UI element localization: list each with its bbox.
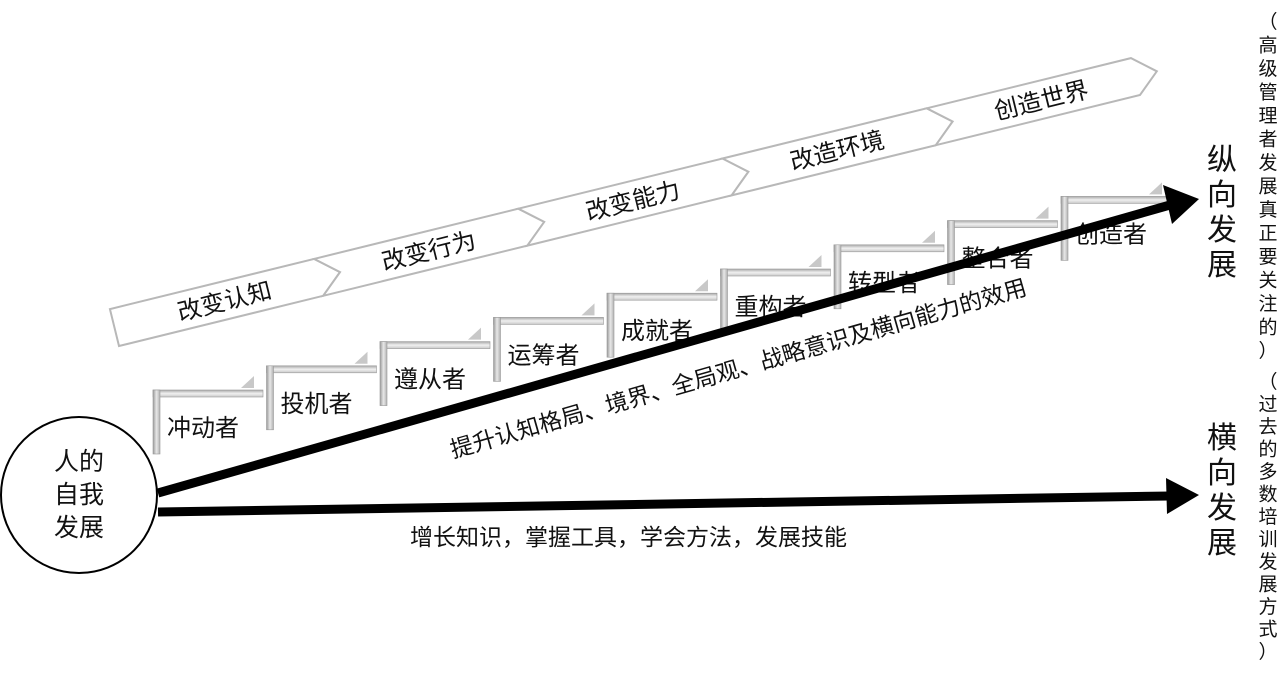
horizontal-label-char: 横	[1207, 421, 1237, 456]
step-label: 运筹者	[508, 341, 580, 369]
step-tread	[379, 341, 491, 349]
step-notch	[354, 351, 368, 364]
step-notch	[695, 279, 708, 292]
step-tread	[947, 220, 1058, 228]
step-tread	[833, 244, 945, 253]
vertical-note-char: 正	[1258, 223, 1277, 245]
horizontal-label-char: 向	[1207, 456, 1237, 491]
step-3: 遵从者	[379, 327, 491, 406]
step-label: 遵从者	[394, 366, 466, 394]
step-notch	[808, 255, 822, 267]
horizontal-label-char: 展	[1207, 526, 1237, 561]
vertical-note-char: 级	[1258, 58, 1277, 80]
step-notch	[1035, 206, 1049, 219]
step-riser	[266, 365, 274, 431]
horizontal-growth-arrow: 增长知识，掌握工具，学会方法，发展技能	[157, 478, 1199, 551]
vertical-note-char: 真	[1258, 199, 1277, 221]
origin-line-3: 发展	[54, 513, 104, 542]
step-notch	[1149, 182, 1162, 195]
horizontal-arrow-label: 增长知识，掌握工具，学会方法，发展技能	[410, 525, 847, 551]
vertical-arrow-shaft	[156, 200, 1172, 498]
step-notch	[468, 327, 481, 340]
origin-line-1: 人的	[54, 447, 104, 476]
step-notch	[581, 303, 595, 316]
vertical-label-char: 纵	[1207, 143, 1237, 178]
vertical-note-char: 发	[1258, 152, 1277, 174]
vertical-label-char: 展	[1207, 248, 1237, 283]
horizontal-note-char: （	[1258, 371, 1277, 393]
step-notch	[922, 230, 935, 243]
horizontal-label-char: 发	[1207, 491, 1237, 526]
step-riser	[1060, 196, 1069, 261]
origin-node: 人的 自我 发展	[0, 416, 158, 574]
step-tread	[493, 317, 604, 325]
step-1: 冲动者	[152, 376, 264, 455]
step-riser	[947, 220, 955, 285]
horizontal-note-char: 发	[1258, 551, 1277, 573]
step-tread	[720, 268, 831, 277]
step-riser	[152, 389, 161, 455]
vertical-label-char: 向	[1207, 178, 1237, 213]
horizontal-note-char: ）	[1258, 641, 1277, 663]
vertical-note-char: 管	[1258, 82, 1277, 104]
vertical-note-char: 展	[1258, 176, 1277, 198]
vertical-note-char: 注	[1258, 293, 1277, 315]
vertical-note-char: 者	[1258, 129, 1277, 151]
horizontal-note-char: 培	[1258, 506, 1277, 528]
vertical-note-char: 要	[1258, 246, 1277, 268]
horizontal-note-char: 去	[1258, 416, 1277, 438]
vertical-note-char: 关	[1258, 270, 1277, 292]
horizontal-note-char: 方	[1258, 596, 1277, 618]
origin-line-2: 自我	[54, 480, 104, 509]
horizontal-note-char: 训	[1258, 529, 1277, 551]
step-2: 投机者	[266, 351, 377, 431]
step-label: 投机者	[281, 390, 353, 418]
horizontal-arrow-shaft	[157, 491, 1171, 517]
horizontal-note-char: 的	[1258, 439, 1277, 461]
vertical-note-char: 的	[1258, 317, 1277, 339]
vertical-note-char: （	[1258, 11, 1277, 33]
step-tread	[606, 292, 718, 301]
horizontal-note-char: 过	[1258, 394, 1277, 416]
origin-circle	[0, 416, 158, 574]
step-label: 冲动者	[167, 414, 239, 442]
vertical-note-char: 高	[1258, 35, 1277, 57]
step-riser	[833, 244, 842, 310]
horizontal-arrowhead-icon	[1166, 478, 1199, 514]
vertical-note-char: 理	[1258, 105, 1277, 127]
step-4: 运筹者	[493, 303, 604, 382]
horizontal-note-char: 多	[1258, 461, 1277, 483]
step-tread	[1060, 196, 1172, 204]
stair-steps: 冲动者投机者遵从者运筹者成就者重构者转型者整合者创造者	[152, 182, 1172, 455]
step-riser	[606, 292, 615, 358]
step-riser	[379, 341, 388, 406]
step-tread	[152, 389, 264, 398]
horizontal-note-char: 式	[1258, 619, 1277, 641]
vertical-note-char: ）	[1258, 340, 1277, 362]
horizontal-note-char: 数	[1258, 484, 1277, 506]
horizontal-note-char: 展	[1258, 574, 1277, 596]
step-tread	[266, 365, 377, 374]
step-notch	[241, 376, 254, 388]
vertical-arrowhead-icon	[1163, 185, 1199, 224]
vertical-label-char: 发	[1207, 213, 1237, 248]
step-riser	[720, 268, 728, 334]
chevron-segment	[923, 57, 1159, 147]
step-riser	[493, 317, 501, 382]
